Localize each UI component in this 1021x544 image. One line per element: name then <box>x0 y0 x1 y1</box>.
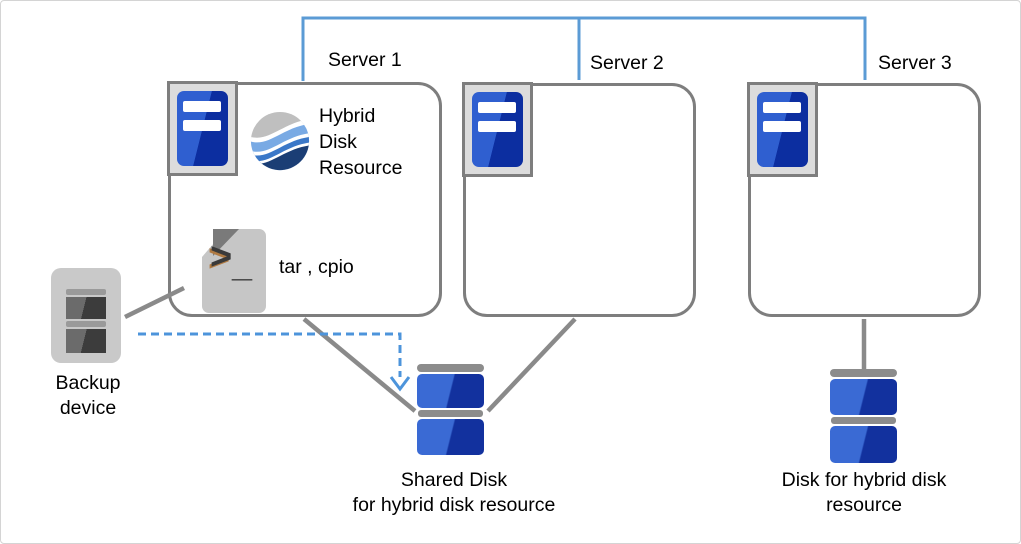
shared-disk-label-line: Shared Disk <box>400 469 508 491</box>
server3-tower-icon <box>747 82 818 177</box>
hybrid-label-line: Disk <box>319 131 357 153</box>
backup-device-icon <box>51 268 121 363</box>
backup-device-label: Backup device <box>28 371 148 421</box>
server2-to-shared-disk-line <box>486 317 577 413</box>
tape-cartridge <box>66 297 106 319</box>
tape-cartridge <box>66 329 106 353</box>
server-front-panel <box>177 91 228 166</box>
disk-band <box>831 417 896 424</box>
backup-dashed-arrow-line <box>138 332 402 377</box>
prompt-underscore-glyph: _ <box>232 243 253 284</box>
backup-label-line: Backup <box>55 372 121 394</box>
disk-band <box>418 410 483 417</box>
disk-cap <box>830 369 897 377</box>
server1-tower-icon <box>167 81 238 176</box>
hybrid-disk-icon <box>830 369 897 463</box>
backup-label-line: device <box>59 397 117 419</box>
tape-slot-bar <box>66 321 106 327</box>
shell-script-file-icon: > _ <box>202 229 266 313</box>
server-slot-bar <box>183 120 221 131</box>
backup-tools-label: tar , cpio <box>279 256 354 278</box>
server-front-panel <box>757 92 808 167</box>
disk-platter <box>830 426 897 463</box>
hybrid-disk-resource-icon <box>250 111 310 171</box>
server1-label: Server 1 <box>328 49 402 71</box>
disk-cap <box>417 364 484 372</box>
shared-disk-label: Shared Disk for hybrid disk resource <box>334 468 574 518</box>
hybrid-disk-resource-label: Hybrid Disk Resource <box>319 103 402 181</box>
hybrid-disk-label: Disk for hybrid disk resource <box>744 468 984 518</box>
backup-arrowhead-icon <box>389 376 411 392</box>
server-slot-bar <box>183 101 221 112</box>
server2-label: Server 2 <box>590 52 664 74</box>
server-front-panel <box>472 92 523 167</box>
shared-disk-label-line: for hybrid disk resource <box>352 494 556 516</box>
disk-platter <box>830 379 897 415</box>
hybrid-disk-label-line: resource <box>826 494 902 516</box>
hybrid-label-line: Resource <box>319 157 403 179</box>
tape-slot-bar <box>66 289 106 295</box>
server-slot-bar <box>763 102 801 113</box>
hybrid-label-line: Hybrid <box>319 105 376 127</box>
disk-platter <box>417 374 484 408</box>
hybrid-disk-label-line: Disk for hybrid disk <box>781 469 947 491</box>
server-slot-bar <box>763 121 801 132</box>
server-slot-bar <box>478 102 516 113</box>
shared-disk-icon <box>417 364 484 455</box>
prompt-gt-glyph: > <box>210 236 233 278</box>
server1-to-shared-disk-line <box>302 317 417 413</box>
server2-tower-icon <box>462 82 533 177</box>
disk-platter <box>417 419 484 455</box>
server3-label: Server 3 <box>878 52 952 74</box>
server-slot-bar <box>478 121 516 132</box>
